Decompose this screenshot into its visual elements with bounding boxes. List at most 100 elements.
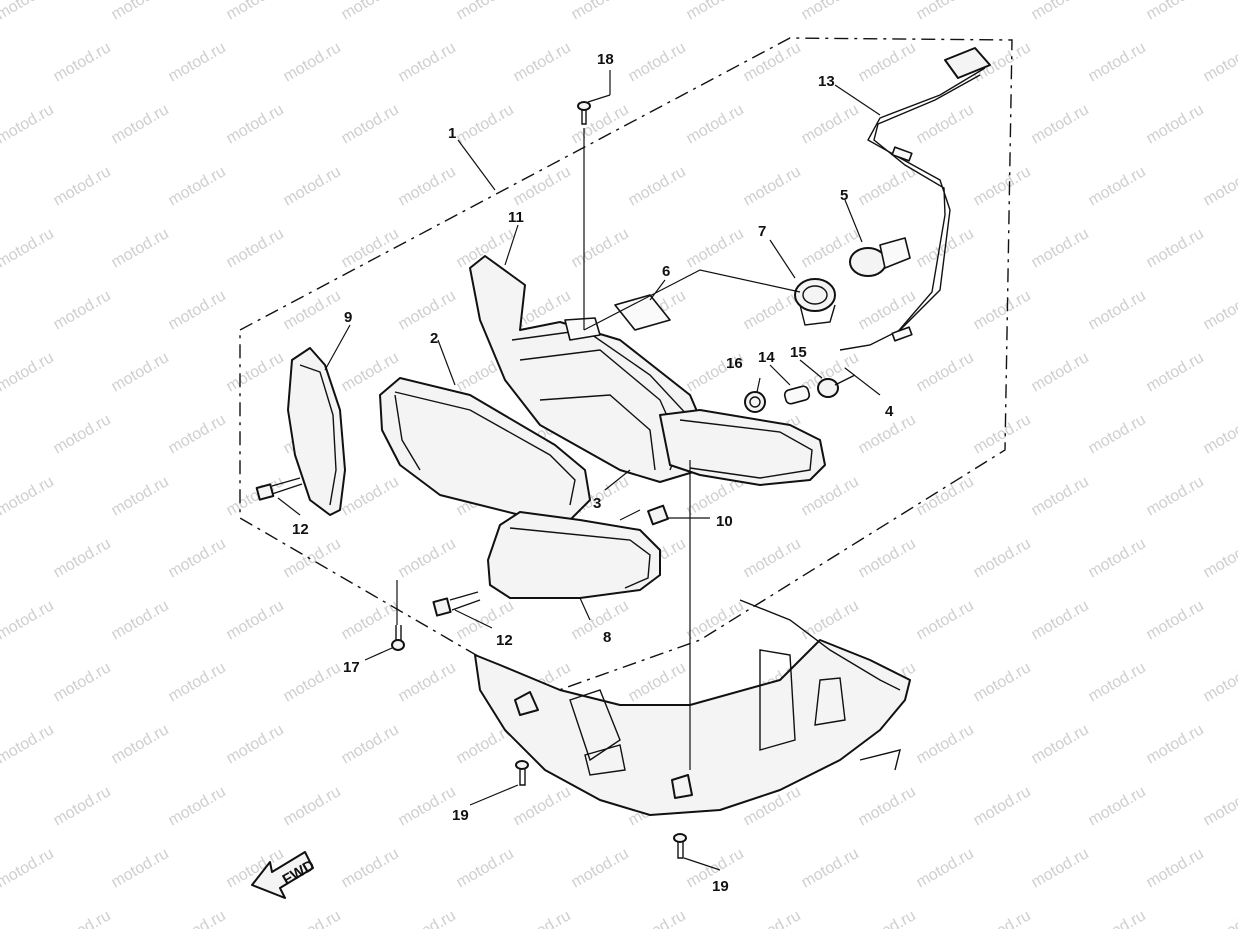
watermark-text: motod.ru <box>741 907 804 929</box>
watermark-text: motod.ru <box>0 101 57 147</box>
watermark-text: motod.ru <box>396 907 459 929</box>
callout-13: 13 <box>818 73 835 90</box>
callout-7: 7 <box>758 223 766 240</box>
watermark-text: motod.ru <box>1029 101 1092 147</box>
watermark-text: motod.ru <box>1144 597 1207 643</box>
watermark-text: motod.ru <box>626 659 689 705</box>
watermark-text: motod.ru <box>166 287 229 333</box>
watermark-text: motod.ru <box>1086 411 1149 457</box>
watermark-text: motod.ru <box>914 597 977 643</box>
callout-19-right: 19 <box>712 878 729 895</box>
watermark-text: motod.ru <box>166 907 229 929</box>
callout-10: 10 <box>716 513 733 530</box>
watermark-text: motod.ru <box>0 225 57 271</box>
watermark-text: motod.ru <box>799 845 862 891</box>
watermark-text: motod.ru <box>799 597 862 643</box>
watermark-text: motod.ru <box>1201 39 1238 85</box>
watermark-text: motod.ru <box>339 0 402 23</box>
watermark-text: motod.ru <box>166 659 229 705</box>
watermark-text: motod.ru <box>684 597 747 643</box>
watermark-text: motod.ru <box>799 101 862 147</box>
watermark-text: motod.ru <box>454 845 517 891</box>
watermark-text: motod.ru <box>51 287 114 333</box>
watermark-text: motod.ru <box>1086 535 1149 581</box>
watermark-text: motod.ru <box>396 163 459 209</box>
watermark-text: motod.ru <box>281 535 344 581</box>
screw-19-right <box>673 833 687 859</box>
headlight-bulb <box>849 237 911 277</box>
watermark-text: motod.ru <box>569 225 632 271</box>
watermark-text: motod.ru <box>281 659 344 705</box>
watermark-text: motod.ru <box>51 907 114 929</box>
watermark-text: motod.ru <box>339 473 402 519</box>
watermark-text: motod.ru <box>1201 783 1238 829</box>
watermark-text: motod.ru <box>1144 225 1207 271</box>
watermark-text: motod.ru <box>224 721 287 767</box>
watermark-text: motod.ru <box>1086 659 1149 705</box>
watermark-text: motod.ru <box>626 39 689 85</box>
watermark-text: motod.ru <box>1029 721 1092 767</box>
screw-12-lower <box>432 591 481 617</box>
watermark-text: motod.ru <box>511 907 574 929</box>
callout-9: 9 <box>344 309 352 326</box>
watermark-text: motod.ru <box>1144 473 1207 519</box>
watermark-text: motod.ru <box>1029 225 1092 271</box>
watermark-text: motod.ru <box>109 473 172 519</box>
watermark-text: motod.ru <box>51 659 114 705</box>
leader-lines <box>277 70 881 871</box>
watermark-text: motod.ru <box>914 101 977 147</box>
watermark-text: motod.ru <box>109 349 172 395</box>
watermark-text: motod.ru <box>454 0 517 23</box>
watermark-text: motod.ru <box>396 39 459 85</box>
watermark-text: motod.ru <box>166 783 229 829</box>
watermark-text: motod.ru <box>1086 783 1149 829</box>
callout-8: 8 <box>603 629 611 646</box>
watermark-text: motod.ru <box>396 535 459 581</box>
side-reflector <box>287 347 346 516</box>
lower-cowl <box>474 599 911 816</box>
watermark-text: motod.ru <box>339 225 402 271</box>
bracket-piece <box>614 294 671 331</box>
grommet <box>744 391 766 413</box>
watermark-text: motod.ru <box>1144 101 1207 147</box>
watermark-text: motod.ru <box>166 163 229 209</box>
watermark-text: motod.ru <box>396 783 459 829</box>
watermark-text: motod.ru <box>166 39 229 85</box>
watermark-text: motod.ru <box>569 0 632 23</box>
callout-1: 1 <box>448 125 456 142</box>
watermark-text: motod.ru <box>51 535 114 581</box>
watermark-text: motod.ru <box>1086 287 1149 333</box>
callout-2: 2 <box>430 330 438 347</box>
watermark-text: motod.ru <box>914 473 977 519</box>
callout-12-lower: 12 <box>496 632 513 649</box>
watermark-text: motod.ru <box>0 349 57 395</box>
watermark-text: motod.ru <box>741 163 804 209</box>
watermark-text: motod.ru <box>799 0 862 23</box>
watermark-text: motod.ru <box>1086 163 1149 209</box>
clip-nut <box>647 504 669 526</box>
watermark-text: motod.ru <box>971 411 1034 457</box>
callout-19-left: 19 <box>452 807 469 824</box>
callout-3: 3 <box>593 495 601 512</box>
watermark-text: motod.ru <box>626 163 689 209</box>
callout-labels: 1 2 3 4 5 6 7 8 9 10 11 12 12 13 14 15 1… <box>292 51 894 895</box>
watermark-text: motod.ru <box>224 225 287 271</box>
watermark-text: motod.ru <box>914 845 977 891</box>
watermark-text: motod.ru <box>511 783 574 829</box>
watermark-text: motod.ru <box>454 101 517 147</box>
watermark-text: motod.ru <box>1086 907 1149 929</box>
watermark-text: motod.ru <box>1201 535 1238 581</box>
watermark-text: motod.ru <box>281 907 344 929</box>
watermark-text: motod.ru <box>339 721 402 767</box>
watermark-text: motod.ru <box>166 535 229 581</box>
headlight-lens <box>659 409 826 486</box>
wiring-harness <box>839 47 991 351</box>
watermark-text: motod.ru <box>1029 845 1092 891</box>
watermark-text: motod.ru <box>281 163 344 209</box>
front-cover-left <box>379 377 591 521</box>
watermark-text: motod.ru <box>224 101 287 147</box>
watermark-text: motod.ru <box>396 659 459 705</box>
watermark-text: motod.ru <box>1201 287 1238 333</box>
watermark-text: motod.ru <box>741 535 804 581</box>
